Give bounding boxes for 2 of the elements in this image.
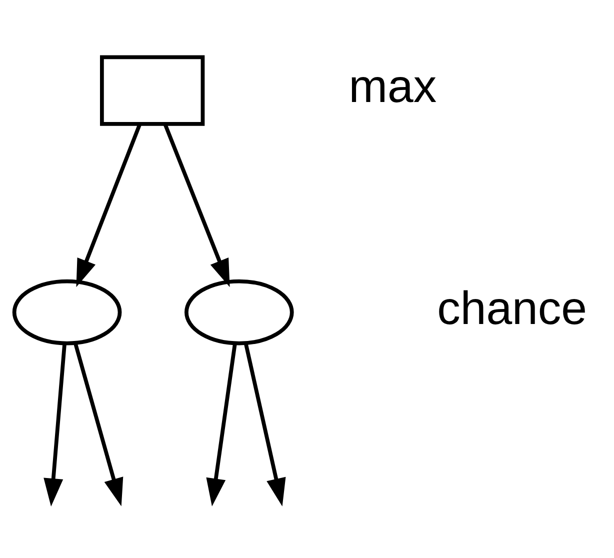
label: chance bbox=[437, 281, 588, 334]
label: max bbox=[348, 60, 437, 112]
